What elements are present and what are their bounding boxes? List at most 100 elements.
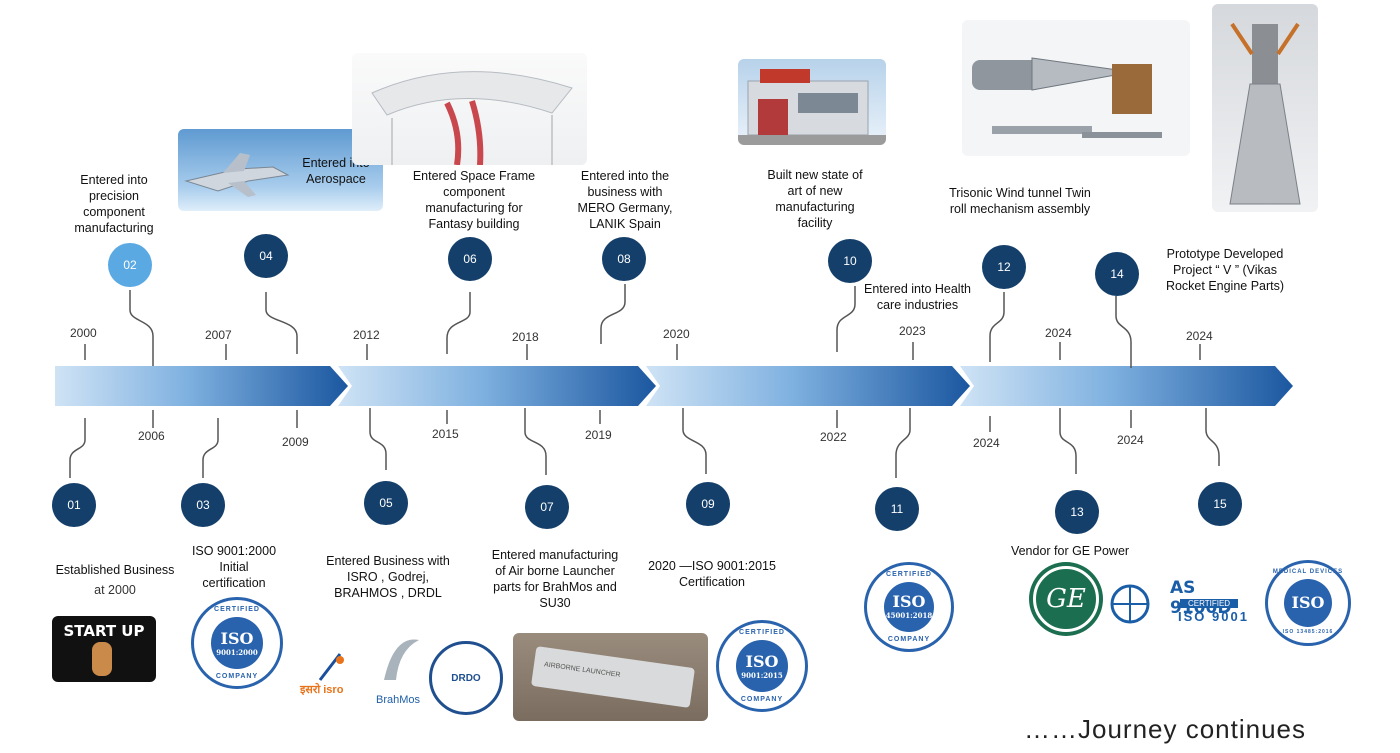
year-label: 2009 [282, 435, 309, 449]
badge-iso-text: ISO [220, 628, 254, 648]
isro-rocket-icon [318, 653, 344, 681]
building-icon [738, 69, 886, 145]
year-label: 2018 [512, 330, 539, 344]
milestone-badge-01: 01 [52, 483, 96, 527]
milestone-badge-09: 09 [686, 482, 730, 526]
isro-logo: इसरो isro [300, 650, 375, 700]
connector-05 [369, 408, 387, 470]
connector-03 [202, 418, 219, 478]
year-label: 2024 [973, 436, 1000, 450]
milestone-text-06: Entered Space Frame component manufactur… [412, 169, 536, 231]
connector-11 [895, 408, 911, 478]
as9100-bottom: ISO 9001 [1178, 609, 1249, 624]
milestone-text-02: Entered into precision component manufac… [74, 173, 154, 235]
journey-continues-text: ……Journey continues [1024, 714, 1307, 744]
milestone-text-01: Established Business at 2000 [40, 562, 190, 598]
year-label: 2000 [70, 326, 97, 340]
badge-bottom-text: COMPANY [740, 696, 784, 703]
milestone-badge-05: 05 [364, 481, 408, 525]
timeline-arrow-4 [960, 366, 1293, 406]
year-label: 2023 [899, 324, 926, 338]
milestone-text-14: Prototype Developed Project “ V ” (Vikas… [1165, 247, 1285, 293]
year-label: 2012 [353, 328, 380, 342]
connector-08 [600, 284, 626, 344]
timeline-arrow-3 [646, 366, 970, 406]
badge-ring-text: CERTIFIED [886, 571, 932, 578]
timeline-arrow-2 [338, 366, 656, 406]
badge-code-text: ISO 13485:2016 [1282, 629, 1334, 635]
launcher-text: AIRBORNE LAUNCHER [543, 661, 621, 679]
badge-code-text: 9001:2015 [741, 670, 783, 680]
iso-13485-logo: MEDICAL DEVICES ISO ISO 13485:2016 [1265, 560, 1351, 646]
badge-ring-text: MEDICAL DEVICES [1272, 569, 1344, 575]
iso-9001-2015-logo: CERTIFIED ISO 9001:2015 COMPANY [716, 620, 808, 712]
connector-07 [524, 408, 547, 475]
isro-text: इसरो isro [300, 684, 344, 696]
space-frame-image [352, 53, 587, 165]
connector-13 [1059, 408, 1077, 474]
milestone-subtext: at 2000 [94, 583, 136, 597]
year-label: 2024 [1117, 433, 1144, 447]
aerospace-jet-image: Entered into Aerospace [178, 129, 383, 211]
machined-parts-icon [972, 57, 1162, 138]
milestone-text-11: Entered into Health care industries [863, 282, 971, 312]
milestone-badge-11: 11 [875, 487, 919, 531]
badge-code-text: 45001:2018 [885, 611, 933, 621]
badge-bottom-text: COMPANY [215, 673, 259, 680]
milestone-badge-08: 08 [602, 237, 646, 281]
year-label: 2007 [205, 328, 232, 342]
as9100d-logo: AS 9100D CERTIFIED ISO 9001 [1108, 578, 1258, 628]
year-label: 2020 [663, 327, 690, 341]
iso-9001-2000-logo: CERTIFIED ISO 9001:2000 COMPANY [191, 597, 283, 689]
globe-icon [1110, 584, 1150, 624]
connector-02 [129, 290, 154, 366]
year-label: 2015 [432, 427, 459, 441]
milestone-badge-04: 04 [244, 234, 288, 278]
milestone-badge-10: 10 [828, 239, 872, 283]
connector-12 [989, 292, 1005, 362]
milestone-badge-03: 03 [181, 483, 225, 527]
brahmos-logo: BrahMos [374, 630, 428, 710]
milestone-text-08: Entered into the business with MERO Germ… [577, 169, 673, 231]
rocket-engine-icon [1229, 22, 1301, 205]
milestone-text: Established Business [55, 563, 175, 577]
connector-14 [1115, 296, 1132, 368]
launcher-body: AIRBORNE LAUNCHER [530, 646, 696, 708]
drdo-logo: DRDO [429, 641, 503, 715]
milestone-text-12: Trisonic Wind tunnel Twin roll mechanism… [949, 186, 1091, 216]
milestone-text-07: Entered manufacturing of Air borne Launc… [491, 548, 619, 610]
milestone-text-13: Vendor for GE Power [1010, 544, 1130, 558]
badge-code-text: 9001:2000 [216, 647, 258, 657]
milestone-text-10: Built new state of art of new manufactur… [767, 168, 863, 230]
badge-bottom-text: COMPANY [887, 636, 931, 643]
connector-04 [265, 292, 298, 354]
jet-icon [184, 153, 290, 197]
startup-image: START UP [52, 616, 156, 682]
as9100-mid: CERTIFIED [1180, 599, 1239, 608]
year-label: 2024 [1186, 329, 1213, 343]
space-frame-icon [371, 71, 573, 165]
iso-45001-logo: CERTIFIED ISO 45001:2018 COMPANY [864, 562, 954, 652]
brahmos-swoosh-icon [384, 639, 419, 680]
startup-text: START UP [63, 622, 145, 640]
year-label: 2006 [138, 429, 165, 443]
rocket-engine-image [1212, 4, 1318, 212]
milestone-text-09: 2020 —ISO 9001:2015 Certification [648, 559, 776, 589]
hand-icon [92, 642, 112, 676]
milestone-badge-12: 12 [982, 245, 1026, 289]
facility-image [738, 59, 886, 145]
milestone-badge-06: 06 [448, 237, 492, 281]
milestone-badge-13: 13 [1055, 490, 1099, 534]
year-label: 2019 [585, 428, 612, 442]
connector-09 [682, 408, 707, 474]
year-label: 2022 [820, 430, 847, 444]
badge-iso-text: ISO [892, 592, 926, 612]
milestone-badge-14: 14 [1095, 252, 1139, 296]
ge-logo: GE [1029, 562, 1103, 636]
milestone-badge-02: 02 [108, 243, 152, 287]
connector-15 [1205, 408, 1220, 466]
connector-06 [446, 292, 471, 354]
milestone-badge-15: 15 [1198, 482, 1242, 526]
milestone-text-03: ISO 9001:2000 Initial certification [191, 544, 277, 590]
